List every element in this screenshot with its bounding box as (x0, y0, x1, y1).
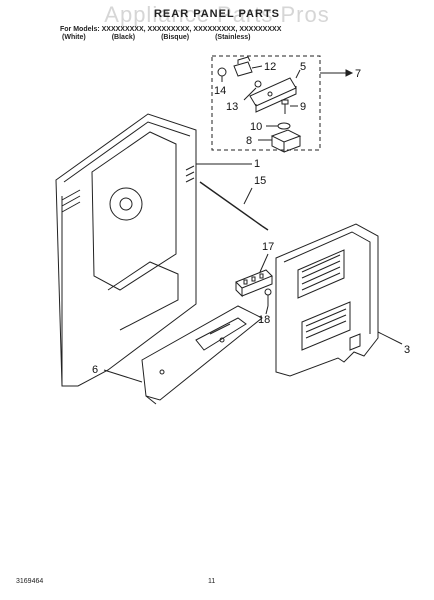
screw-part-9 (281, 99, 298, 114)
callout-15: 15 (254, 175, 266, 187)
bracket-part-12 (233, 56, 263, 77)
color-label: (Stainless) (215, 34, 251, 41)
block-part-8 (258, 129, 302, 153)
vent-slots (61, 165, 195, 213)
access-panel-part-6 (103, 305, 263, 405)
model-list: For Models: XXXXXXXXX, XXXXXXXXX, XXXXXX… (60, 26, 281, 41)
models-line: For Models: XXXXXXXXX, XXXXXXXXX, XXXXXX… (60, 26, 282, 33)
callout-17: 17 (262, 241, 274, 253)
washer-part-10 (266, 122, 291, 130)
callout-7: 7 (355, 68, 361, 80)
callout-1: 1 (254, 158, 260, 170)
detail-box-part-7 (211, 55, 354, 151)
terminal-block-part-17 (235, 253, 273, 298)
callout-18: 18 (258, 314, 270, 326)
rear-cover-part-3 (275, 223, 403, 377)
callout-12: 12 (264, 61, 276, 73)
watermark: Appliance Parts Pros (104, 2, 330, 27)
color-label: (White) (62, 34, 86, 41)
rod-part-15 (199, 181, 269, 231)
color-label: (Black) (111, 34, 136, 41)
callout-13: 13 (226, 101, 238, 113)
color-label: (Bisque) (161, 34, 190, 41)
callout-6: 6 (92, 364, 98, 376)
rear-panel-part-1 (55, 113, 252, 387)
callout-14: 14 (214, 85, 226, 97)
bracket-part-5 (249, 69, 301, 113)
callout-5: 5 (300, 61, 306, 73)
callout-3: 3 (404, 344, 410, 356)
document-code: 3169464 (16, 578, 44, 585)
page-number: 11 (208, 578, 216, 585)
screw-part-13 (243, 80, 262, 101)
callout-9: 9 (300, 101, 306, 113)
screw-part-18 (264, 288, 272, 315)
page-title: REAR PANEL PARTS (153, 8, 280, 20)
vent-grille-lower (301, 301, 351, 351)
callout-10: 10 (250, 121, 262, 133)
callout-labels: 1 3 5 6 7 8 9 10 12 13 14 15 17 18 (92, 61, 410, 376)
color-list: (White) (Black) (Bisque) (Stainless) (60, 34, 281, 41)
vent-grille-upper (297, 249, 345, 299)
clip-part-14 (217, 67, 227, 82)
callout-8: 8 (246, 135, 252, 147)
